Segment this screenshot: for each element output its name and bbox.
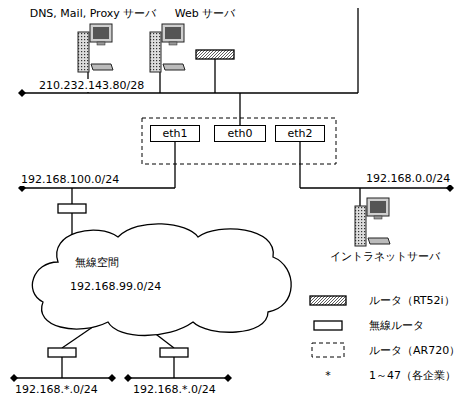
interface-name: eth1 <box>162 127 187 140</box>
legend-text: ルータ（AR720） <box>368 344 461 357</box>
segment-end <box>124 374 132 382</box>
server-label: イントラネットサーバ <box>329 250 441 263</box>
segment-line <box>14 377 112 378</box>
server-icon <box>355 198 390 246</box>
wireless-cloud: 無線空間 192.168.99.0/24 <box>28 222 295 335</box>
segment-end <box>10 374 18 382</box>
network-address: 192.168.0.0/24 <box>365 172 451 185</box>
interface-name: eth0 <box>227 127 252 140</box>
segment-ends <box>10 89 454 382</box>
stem-line <box>173 357 174 378</box>
server-icon <box>150 24 185 72</box>
interface-box: eth0 <box>214 125 266 142</box>
uplink-line <box>357 8 358 93</box>
network-address: 210.232.143.80/28 <box>38 79 145 92</box>
wireless-router <box>48 348 76 357</box>
rt52i-router <box>196 50 234 59</box>
cloud-label: 無線空間 <box>75 256 119 269</box>
segment-line <box>22 187 175 188</box>
stem-line <box>71 188 72 204</box>
legend-text: ルータ（RT52i） <box>368 294 456 307</box>
legend-sample <box>312 343 344 357</box>
segment-line <box>128 377 228 378</box>
ar720-router <box>142 118 336 164</box>
cloud-outline <box>28 222 295 335</box>
server-icon <box>78 24 113 72</box>
interface-box: eth1 <box>150 125 200 142</box>
stem-line <box>174 142 175 188</box>
segment-line <box>300 187 450 188</box>
wireless-router <box>160 348 188 357</box>
segment-end <box>224 374 232 382</box>
cloud-label: 192.168.99.0/24 <box>70 280 161 293</box>
interface-name: eth2 <box>287 127 312 140</box>
network-address: 192.168.100.0/24 <box>20 173 120 186</box>
stem-line <box>299 142 300 188</box>
segment-end <box>108 374 116 382</box>
segment-end <box>18 89 26 97</box>
server-label: Web サーバ <box>174 7 236 20</box>
legend-sample <box>310 296 346 305</box>
legend-sample <box>314 321 342 330</box>
stem-line <box>239 93 240 125</box>
stem-line <box>159 72 160 93</box>
network-address: 192.168.*.0/24 <box>132 383 217 396</box>
stem-line <box>214 59 215 93</box>
network-wires <box>14 8 450 378</box>
wireless-router <box>58 204 86 213</box>
segment-line <box>22 92 358 93</box>
legend-text: 1～47（各企業） <box>368 369 457 382</box>
legend-symbol: * <box>324 369 332 382</box>
network-address: 192.168.*.0/24 <box>14 383 99 396</box>
server-label: DNS, Mail, Proxy サーバ <box>29 7 158 20</box>
legend-text: 無線ルータ <box>368 319 425 332</box>
segment-end <box>446 184 454 192</box>
interface-box: eth2 <box>275 125 325 142</box>
cloud-outline <box>32 224 291 336</box>
stem-line <box>359 188 360 206</box>
stem-line <box>61 357 62 378</box>
